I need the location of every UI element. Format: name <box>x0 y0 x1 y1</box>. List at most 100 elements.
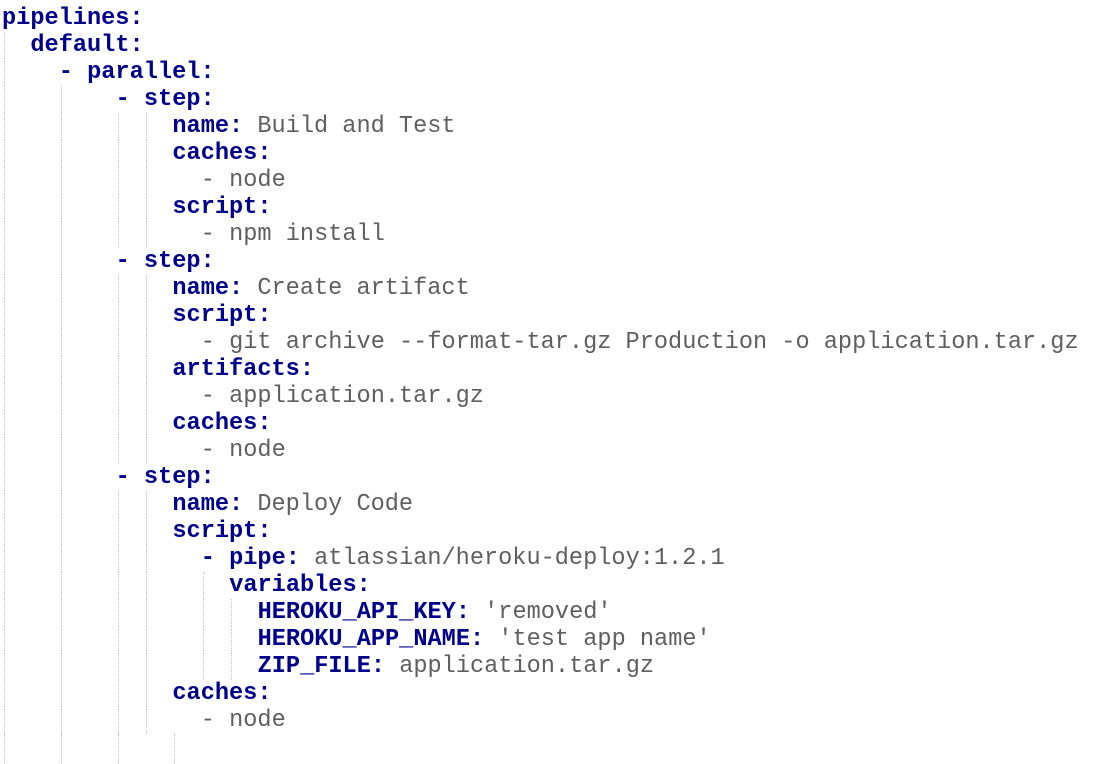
code-line: variables: <box>0 572 1093 599</box>
indent-guide <box>60 383 62 410</box>
indent-guide <box>231 626 233 653</box>
indent-guide <box>60 113 62 140</box>
code-line: script: <box>0 302 1093 329</box>
indent-guide <box>60 329 62 356</box>
indent-guide <box>60 302 62 329</box>
indent-guide <box>4 248 5 275</box>
indent-guide <box>4 194 5 221</box>
code-line: - npm install <box>0 221 1093 248</box>
indent-guide <box>146 707 147 734</box>
indent-guide <box>146 275 147 302</box>
indent-guide <box>231 599 233 626</box>
indent-guide <box>60 464 62 491</box>
code-line: name: Build and Test <box>0 113 1093 140</box>
indent-guide <box>117 545 119 572</box>
indent-guide <box>60 221 62 248</box>
indent-guide <box>117 734 119 764</box>
code-line-text: - node <box>201 167 286 194</box>
indent-guide <box>146 167 147 194</box>
code-line: - node <box>0 707 1093 734</box>
indent-guide <box>117 113 119 140</box>
yaml-value: 'removed' <box>469 599 612 626</box>
indent-guide <box>4 680 5 707</box>
yaml-key: caches: <box>172 140 272 167</box>
indent-guide <box>117 221 119 248</box>
code-line-text: ZIP_FILE: application.tar.gz <box>258 653 654 680</box>
indent-guide <box>146 545 147 572</box>
yaml-value: Deploy Code <box>243 491 414 518</box>
indent-guide <box>60 491 62 518</box>
yaml-value: - node <box>200 167 286 194</box>
indent-guide <box>4 734 5 764</box>
indent-guide <box>117 410 119 437</box>
code-line-text: script: <box>172 194 271 221</box>
yaml-key: pipelines: <box>2 5 144 32</box>
indent-guide <box>117 356 119 383</box>
code-line: - node <box>0 167 1093 194</box>
indent-guide <box>146 572 147 599</box>
indent-guide <box>60 545 62 572</box>
indent-guide <box>4 572 5 599</box>
code-line: caches: <box>0 410 1093 437</box>
code-line: - git archive --format-tar.gz Production… <box>0 329 1093 356</box>
code-line-text: - application.tar.gz <box>201 383 484 410</box>
indent-guide <box>146 410 147 437</box>
code-line-text: - pipe: atlassian/heroku-deploy:1.2.1 <box>201 545 725 572</box>
indent-guide <box>202 572 204 599</box>
code-line: caches: <box>0 140 1093 167</box>
code-line-text: pipelines: <box>2 5 144 32</box>
indent-guide <box>117 437 119 464</box>
indent-guide <box>117 329 119 356</box>
indent-guide <box>4 275 5 302</box>
indent-guide <box>146 518 147 545</box>
indent-guide <box>4 410 5 437</box>
code-line: name: Create artifact <box>0 275 1093 302</box>
indent-guide <box>146 221 147 248</box>
yaml-key: - pipe: <box>200 545 300 572</box>
indent-guide <box>4 302 5 329</box>
indent-guide <box>60 140 62 167</box>
indent-guide <box>117 599 119 626</box>
indent-guide <box>60 410 62 437</box>
yaml-value: Build and Test <box>243 113 456 140</box>
indent-guide <box>4 167 5 194</box>
yaml-value: - application.tar.gz <box>200 383 484 410</box>
code-line-text: variables: <box>229 572 371 599</box>
indent-guide <box>146 329 147 356</box>
yaml-key: HEROKU_API_KEY: <box>257 599 470 626</box>
indent-guide <box>231 653 233 680</box>
indent-guide <box>146 599 147 626</box>
indent-guide <box>4 599 5 626</box>
indent-guide <box>174 734 176 764</box>
trailing-indent-guides <box>0 734 1093 764</box>
code-line-text: caches: <box>172 140 271 167</box>
indent-guide <box>4 329 5 356</box>
indent-guide <box>146 113 147 140</box>
indent-guide <box>60 86 62 113</box>
indent-guide <box>146 356 147 383</box>
yaml-value: - node <box>200 707 286 734</box>
code-line-text: - git archive --format-tar.gz Production… <box>201 329 1079 356</box>
indent-guide <box>117 707 119 734</box>
yaml-key: script: <box>172 518 272 545</box>
yaml-key: name: <box>172 113 244 140</box>
indent-guide <box>4 86 5 113</box>
indent-guide <box>4 518 5 545</box>
indent-guide <box>117 167 119 194</box>
indent-guide <box>4 491 5 518</box>
indent-guide <box>146 383 147 410</box>
yaml-key: - parallel: <box>58 59 215 86</box>
code-line-text: HEROKU_API_KEY: 'removed' <box>258 599 612 626</box>
indent-guide <box>4 140 5 167</box>
indent-guide <box>117 653 119 680</box>
indent-guide <box>60 707 62 734</box>
indent-guide <box>4 626 5 653</box>
indent-guide <box>4 221 5 248</box>
code-line-text: artifacts: <box>172 356 314 383</box>
indent-guide <box>4 383 5 410</box>
code-line-text: caches: <box>172 680 271 707</box>
indent-guide <box>60 194 62 221</box>
code-line: pipelines: <box>0 5 1093 32</box>
indent-guide <box>60 356 62 383</box>
